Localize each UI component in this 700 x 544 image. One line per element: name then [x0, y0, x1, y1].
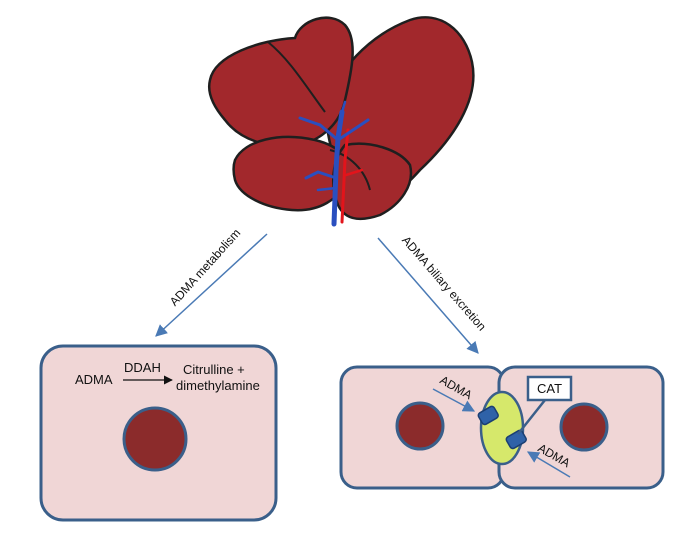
product-label-line2: dimethylamine: [176, 378, 260, 393]
adma-arrow-left: [432, 388, 476, 412]
transporter-icon: [477, 405, 499, 426]
cat-transporter-label: CAT: [537, 381, 562, 396]
biliary-excretion-arrow: [377, 237, 479, 354]
cat-pointer-line: [517, 399, 546, 435]
product-label-line1: Citrulline +: [183, 362, 245, 377]
adma-substrate-label: ADMA: [75, 372, 113, 387]
liver-illustration: [208, 16, 475, 227]
portal-vein: [298, 100, 370, 227]
biliary-excretion-arrow-label: ADMA biliary excretion: [399, 233, 489, 333]
liver-left-upper-lobe: [208, 16, 354, 148]
hepatocyte-metabolism: ADMA DDAH Citrulline + dimethylamine: [39, 344, 278, 522]
hepatic-artery: [340, 128, 364, 224]
hepatocytes-biliary-excretion: ADMA CAT ADMA: [339, 365, 665, 490]
bile-canaliculus: [479, 390, 525, 466]
cell-nucleus: [122, 406, 188, 472]
cat-transporter-box: [526, 375, 573, 402]
adma-arrow-right: [526, 451, 571, 478]
ddah-enzyme-label: DDAH: [124, 360, 161, 375]
cell-nucleus-left: [395, 401, 445, 451]
transporter-icon: [505, 429, 527, 450]
liver-left-lower-lobe: [232, 135, 350, 212]
cell-nucleus-right: [559, 402, 609, 452]
metabolism-arrow: [155, 233, 268, 337]
lobe-line: [267, 41, 326, 113]
